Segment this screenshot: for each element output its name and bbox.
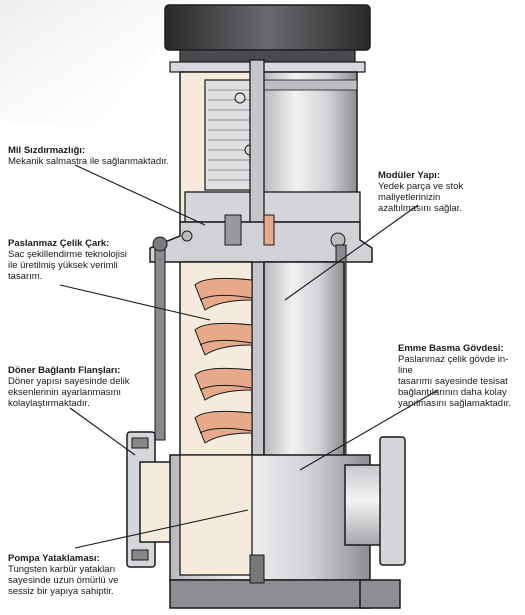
suction-discharge-body [169,436,406,609]
impeller-stage [194,410,253,444]
callout-description: Mekanik salmastra ile sağlanmaktadır. [8,156,170,167]
motor-body [179,71,361,223]
impeller-stage [194,322,253,356]
callout-title: Emme Basma Gövdesi: [398,343,504,354]
callout-description: Sac şekillendirme teknolojisi ile üretil… [8,249,127,282]
callout-title: Mil Sızdırmazlığı: [8,145,86,156]
callout-title: Pompa Yataklaması: [8,553,100,564]
callout-description: Döner yapısı sayesinde delik eksenlerini… [8,376,130,409]
impeller-stage [194,277,253,311]
pump-stages-cutaway [179,261,253,463]
callout-stainless-impeller: Paslanmaz Çelik Çark: Sac şekillendirme … [8,238,148,282]
callout-description: Yedek parça ve stok maliyetlerinizin aza… [378,181,464,214]
callout-suction-discharge-body: Emme Basma Gövdesi: Paslanmaz çelik gövd… [398,343,523,409]
impeller-stage [194,367,253,401]
background-shine [0,0,200,130]
callout-title: Döner Bağlantı Flanşları: [8,365,121,376]
callout-pump-bearing: Pompa Yataklaması: Tungsten karbür yatak… [8,553,138,597]
callout-description: Paslanmaz çelik gövde in-line tasarımı s… [398,354,511,409]
motor-top-cap [164,4,371,73]
callout-rotating-flanges: Döner Bağlantı Flanşları: Döner yapısı s… [8,365,148,409]
callout-title: Modüler Yapı: [378,170,441,181]
callout-modular-structure: Modüler Yapı: Yedek parça ve stok maliye… [378,170,523,214]
callout-shaft-seal: Mil Sızdırmazlığı: Mekanik salmastra ile… [8,145,188,167]
callout-leader-lines [59,164,439,549]
callout-title: Paslanmaz Çelik Çark: [8,238,110,249]
mechanical-seal [149,214,373,263]
callout-description: Tungsten karbür yatakları sayesinde uzun… [8,564,119,597]
pump-outer-sleeve [263,261,345,478]
